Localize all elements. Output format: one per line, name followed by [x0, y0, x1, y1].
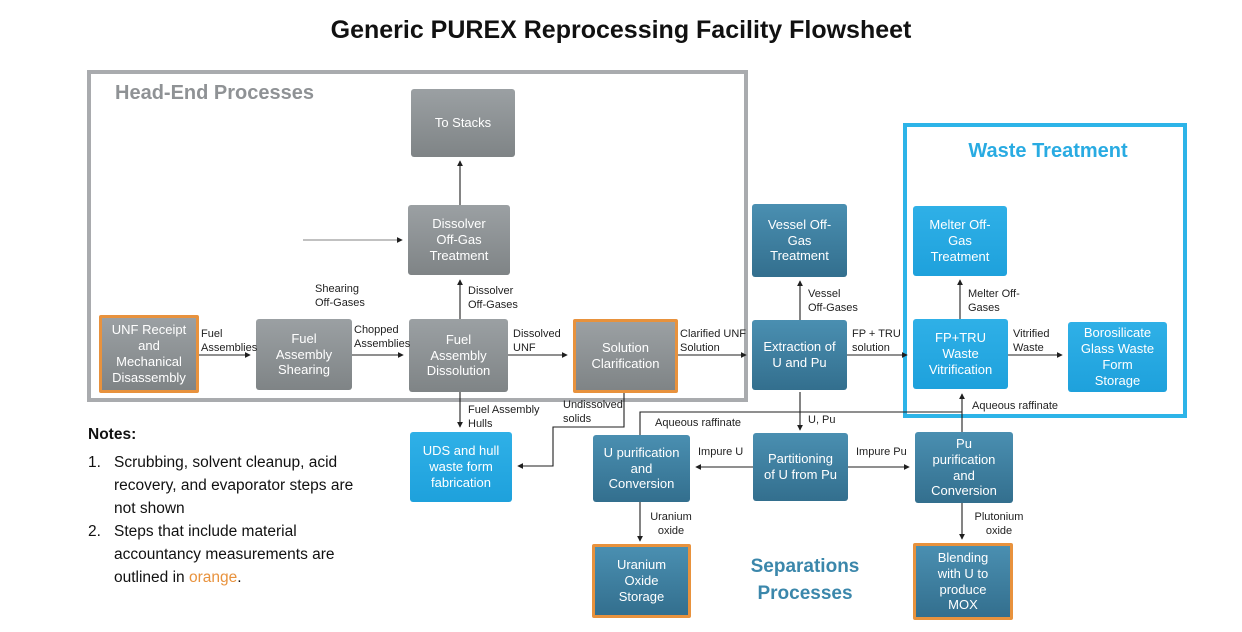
waste-treatment-group-title: Waste Treatment	[968, 140, 1128, 162]
edge-label-undissolved-solids: Undissolved solids	[563, 399, 623, 425]
node-unf-receipt-mechanical-disassembly: UNF Receipt and Mechanical Disassembly	[99, 315, 199, 393]
head-end-group-title: Head-End Processes	[115, 82, 314, 104]
node-partitioning-of-u-from-pu: Partitioning of U from Pu	[753, 433, 848, 501]
edge-label-impure-pu: Impure Pu	[856, 446, 907, 458]
edge-label-clarified-unf-solution: Clarified UNF Solution	[680, 328, 747, 354]
edge-label-aqueous-raffinate-left: Aqueous raffinate	[655, 417, 742, 429]
node-extraction-of-u-and-pu: Extraction of U and Pu	[752, 320, 847, 390]
edge-label-fp-tru-solution: FP + TRU solution	[852, 328, 901, 354]
node-fuel-assembly-shearing: Fuel Assembly Shearing	[256, 319, 352, 390]
node-melter-off-gas-treatment: Melter Off- Gas Treatment	[913, 206, 1007, 276]
note-2-text-suffix: .	[237, 569, 242, 586]
edge-label-shearing-off-gases: Shearing Off-Gases	[315, 283, 365, 309]
node-blending-with-u-to-produce-mox: Blending with U to produce MOX	[913, 543, 1013, 620]
note-2-text-prefix: Steps that include material accountancy …	[114, 523, 335, 586]
edge-label-plutonium-oxide: Plutonium oxide	[974, 511, 1024, 537]
node-to-stacks: To Stacks	[411, 89, 515, 157]
edge-label-vessel-off-gases: Vessel Off-Gases	[808, 288, 858, 314]
note-2-number: 2.	[88, 523, 101, 540]
edge-label-fuel-assemblies: Fuel Assemblies	[201, 328, 258, 354]
node-u-purification-and-conversion: U purification and Conversion	[593, 435, 690, 502]
notes-section: Notes: 1. Scrubbing, solvent cleanup, ac…	[88, 426, 388, 589]
page-title: Generic PUREX Reprocessing Facility Flow…	[330, 16, 912, 44]
node-dissolver-off-gas-treatment: Dissolver Off-Gas Treatment	[408, 205, 510, 275]
head-end-group-border	[87, 70, 748, 402]
edge-label-melter-off-gases: Melter Off- Gases	[968, 288, 1020, 314]
node-vessel-off-gas-treatment: Vessel Off- Gas Treatment	[752, 204, 847, 277]
note-2-orange-word: orange	[188, 569, 238, 586]
edge-label-chopped-assemblies: Chopped Assemblies	[354, 324, 411, 350]
note-item-1: 1. Scrubbing, solvent cleanup, acid reco…	[88, 451, 388, 520]
node-pu-purification-and-conversion: Pu purification and Conversion	[915, 432, 1013, 503]
note-1-number: 1.	[88, 454, 101, 471]
note-2-text: Steps that include material accountancy …	[114, 520, 376, 589]
edge-label-impure-u: Impure U	[698, 446, 744, 458]
edge-label-vitrified-waste: Vitrified Waste	[1013, 328, 1050, 354]
note-1-text: Scrubbing, solvent cleanup, acid recover…	[114, 454, 354, 517]
separations-processes-title: Separations Processes	[750, 556, 860, 604]
notes-heading: Notes:	[88, 426, 137, 443]
waste-treatment-group-border	[903, 123, 1187, 418]
edge-label-u-pu: U, Pu	[808, 414, 836, 426]
node-uranium-oxide-storage: Uranium Oxide Storage	[592, 544, 691, 618]
note-item-2: 2. Steps that include material accountan…	[88, 520, 388, 589]
node-fp-tru-waste-vitrification: FP+TRU Waste Vitrification	[913, 319, 1008, 389]
edge-label-aqueous-raffinate-right: Aqueous raffinate	[972, 400, 1059, 412]
edge-label-uranium-oxide: Uranium oxide	[650, 511, 692, 537]
edge-label-dissolver-off-gases: Dissolver Off-Gases	[468, 285, 518, 311]
node-borosilicate-glass-waste-form-storage: Borosilicate Glass Waste Form Storage	[1068, 322, 1167, 392]
node-fuel-assembly-dissolution: Fuel Assembly Dissolution	[409, 319, 508, 392]
node-solution-clarification: Solution Clarification	[573, 319, 678, 393]
node-uds-hull-waste-form-fabrication: UDS and hull waste form fabrication	[410, 432, 512, 502]
edge-label-dissolved-unf: Dissolved UNF	[513, 328, 561, 354]
edge-label-fuel-assembly-hulls: Fuel Assembly Hulls	[468, 404, 540, 430]
